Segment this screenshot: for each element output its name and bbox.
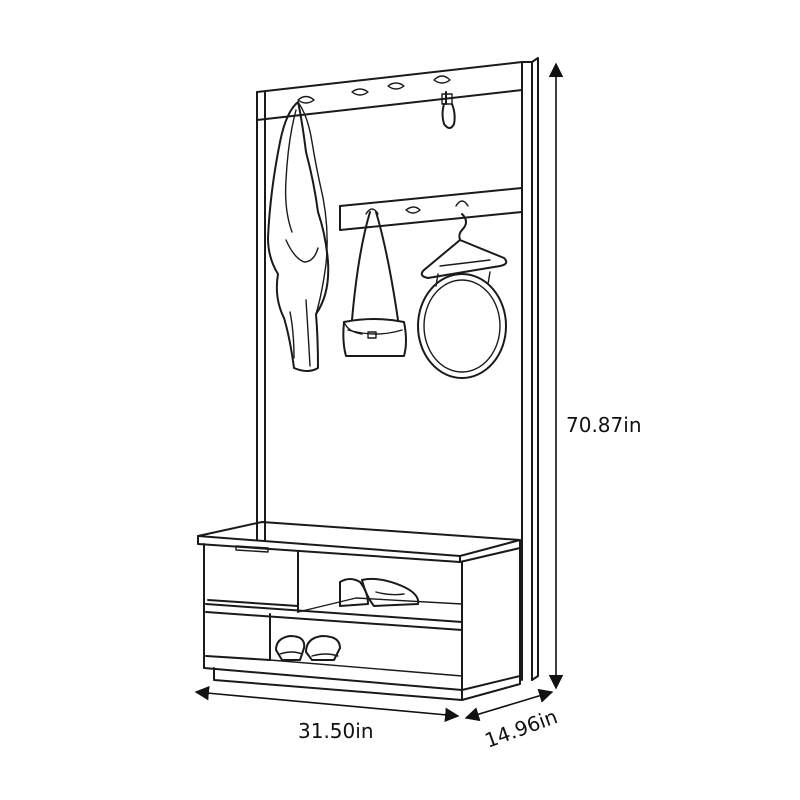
hanger-mirror: [417, 213, 508, 379]
height-label: 70.87in: [566, 413, 642, 437]
shoes-upper: [339, 577, 420, 607]
handbag: [342, 211, 407, 357]
height-dimension: 70.87in: [548, 62, 642, 690]
coat-hook-icon: [297, 75, 451, 104]
width-label: 31.50in: [298, 719, 374, 743]
shoe-bench: [197, 521, 521, 701]
depth-label: 14.96in: [482, 704, 561, 752]
slippers-lower: [275, 635, 341, 661]
coat-hook-icon: [365, 200, 469, 215]
depth-dimension: 14.96in: [464, 688, 561, 753]
towel-drape: [267, 101, 330, 372]
hanging-strap: [441, 91, 456, 129]
width-dimension: 31.50in: [194, 686, 460, 743]
